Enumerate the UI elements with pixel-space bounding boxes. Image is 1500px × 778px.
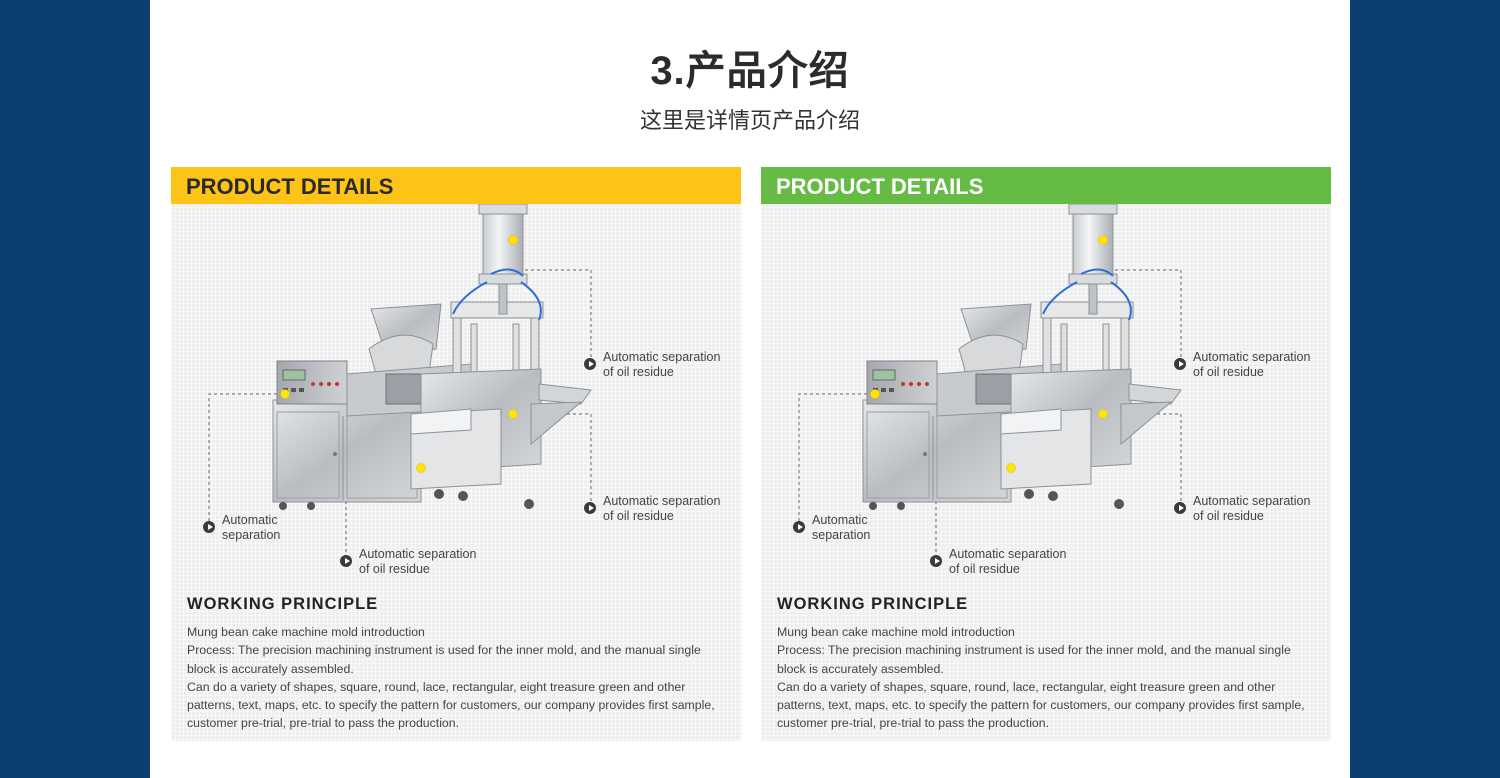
callout-bottom-left: Automatic separation [203, 513, 280, 543]
play-circle-icon [340, 555, 352, 567]
product-card-yellow: PRODUCT DETAILS Automatic separation [171, 167, 741, 741]
wp-line: Mung bean cake machine mold introduction [777, 625, 1015, 639]
play-circle-icon [1174, 502, 1186, 514]
play-circle-icon [584, 358, 596, 370]
card-header: PRODUCT DETAILS [761, 167, 1331, 204]
section-subtitle: 这里是详情页产品介绍 [639, 108, 860, 133]
callout-top-right: Automatic separation of oil residue [584, 350, 720, 380]
play-circle-icon [584, 502, 596, 514]
machine-illustration [208, 203, 592, 559]
callout-bottom-center: Automatic separation of oil residue [340, 547, 476, 577]
working-principle-body: Mung bean cake machine mold introduction… [777, 623, 1317, 733]
callout-mid-right: Automatic separation of oil residue [1174, 494, 1310, 524]
callout-bottom-left: Automatic separation [793, 513, 870, 543]
wp-line: Process: The precision machining instrum… [777, 643, 1291, 676]
product-card-green: PRODUCT DETAILS Automatic separation [761, 167, 1331, 741]
play-circle-icon [1174, 358, 1186, 370]
wp-line: Can do a variety of shapes, square, roun… [187, 679, 715, 731]
machine-illustration-area: Automatic separation of oil residue Auto… [761, 203, 1331, 594]
play-circle-icon [930, 555, 942, 567]
callout-mid-right: Automatic separation of oil residue [584, 494, 720, 524]
machine-illustration [798, 203, 1182, 559]
working-principle-body: Mung bean cake machine mold introduction… [187, 623, 727, 733]
wp-line: Can do a variety of shapes, square, roun… [777, 679, 1305, 731]
callout-bottom-center: Automatic separation of oil residue [930, 547, 1066, 577]
wp-line: Mung bean cake machine mold introduction [187, 625, 425, 639]
play-circle-icon [793, 521, 805, 533]
page-panel: 3.产品介绍 这里是详情页产品介绍 PRODUCT DETAILS [150, 0, 1350, 778]
section-title: 3.产品介绍 [650, 49, 850, 93]
callout-top-right: Automatic separation of oil residue [1174, 350, 1310, 380]
wp-line: Process: The precision machining instrum… [187, 643, 701, 676]
card-header: PRODUCT DETAILS [171, 167, 741, 204]
play-circle-icon [203, 521, 215, 533]
working-principle-title: WORKING PRINCIPLE [187, 595, 379, 613]
working-principle-title: WORKING PRINCIPLE [777, 595, 969, 613]
machine-illustration-area: Automatic separation of oil residue Auto… [171, 203, 741, 594]
